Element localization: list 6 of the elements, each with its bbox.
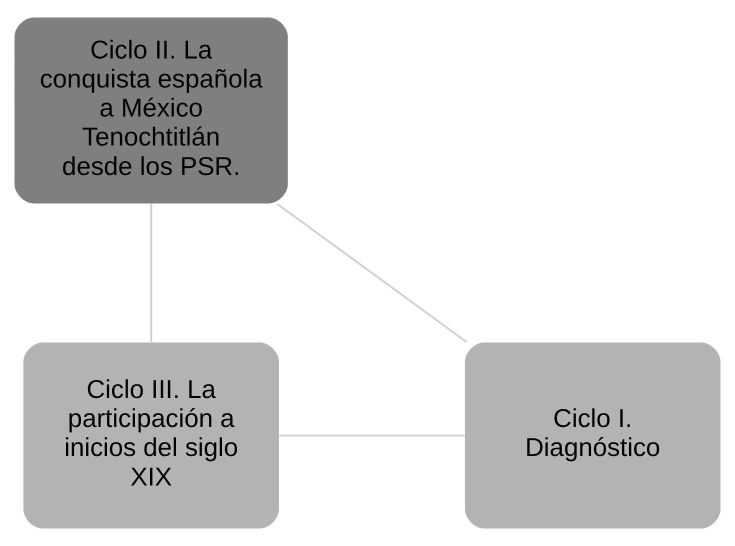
node-box: Ciclo III. La participación a inicios del siglo XIX: [23, 342, 279, 529]
connector: [279, 434, 465, 436]
node-box: Ciclo I. Diagnóstico: [464, 342, 720, 529]
node-box: Ciclo II. La conquista española a México Tenochtitlán desde los PSR.: [14, 17, 288, 204]
connector: [150, 204, 152, 342]
connector: [276, 203, 468, 343]
